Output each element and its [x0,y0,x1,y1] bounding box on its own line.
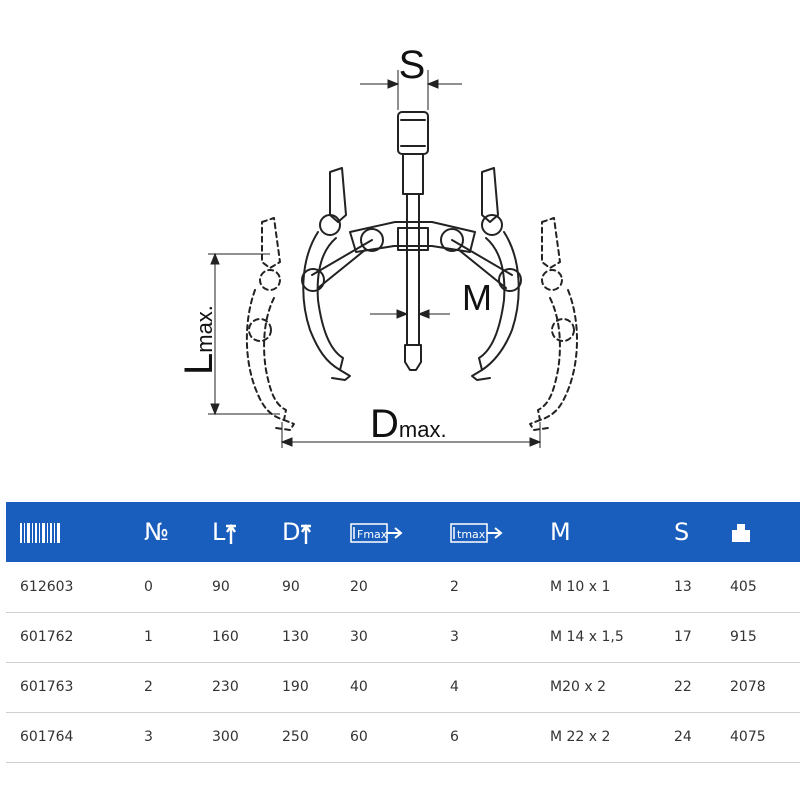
col-number: № [144,518,169,546]
barcode-icon [20,522,60,543]
cell-force: 30 [350,629,368,645]
table-row: 601762 1 160 130 30 3 M 14 x 1,5 17 915 [6,612,800,662]
yoke [349,221,476,253]
label-m: M [462,277,492,318]
cell-number: 3 [144,729,153,745]
cell-weight: 405 [730,578,757,595]
cell-weight: 4075 [730,729,766,745]
cell-length: 230 [212,679,239,695]
d-dimension [280,422,542,448]
table-header-row: № L D Fmax tmax [6,502,800,562]
cell-length: 90 [212,578,230,595]
cell-article: 601764 [20,729,74,745]
outer-left-jaw [245,217,295,431]
cell-diameter: 130 [282,629,309,645]
weight-max-icon: tmax [450,522,503,543]
l-dimension [208,252,280,416]
cell-thread: M20 x 2 [550,679,606,695]
table-row: 601764 3 300 250 60 6 M 22 x 2 24 4075 [6,712,800,762]
cell-number: 0 [144,578,153,595]
cell-number: 2 [144,679,153,695]
cell-diameter: 90 [282,578,300,595]
col-spanner-size: S [674,518,690,546]
spindle [397,111,429,371]
cell-spanner: 22 [674,679,692,695]
weight-icon [732,523,750,542]
s-dimension [360,70,462,110]
cell-tonnage: 2 [450,578,459,595]
cell-article: 601763 [20,679,74,695]
svg-text:Fmax: Fmax [357,528,388,541]
table-row: 612603 0 90 90 20 2 M 10 x 1 13 405 [6,562,800,612]
cell-article: 612603 [20,578,74,595]
col-force-max: Fmax [336,502,436,562]
cell-length: 300 [212,729,239,745]
cell-diameter: 190 [282,679,309,695]
outer-right-jaw [529,217,578,431]
cell-length: 160 [212,629,239,645]
col-thread: M [550,518,571,546]
inner-right-jaw [471,167,520,381]
cell-thread: M 10 x 1 [550,578,611,595]
cell-tonnage: 3 [450,629,459,645]
table-row: 601763 2 230 190 40 4 M20 x 2 22 2078 [6,662,800,712]
col-diameter: D [268,502,336,562]
spec-table: № L D Fmax tmax [6,502,800,763]
svg-text:tmax: tmax [457,528,486,541]
label-l: Lmax. [177,305,221,375]
cell-weight: 915 [730,629,757,645]
cell-article: 601762 [20,629,74,645]
inner-left-jaw [302,167,351,381]
col-article-number [6,502,130,562]
cell-spanner: 13 [674,578,692,595]
cell-number: 1 [144,629,153,645]
cell-diameter: 250 [282,729,309,745]
col-weight [716,502,800,562]
m-dimension [370,309,450,319]
cell-spanner: 24 [674,729,692,745]
cell-weight: 2078 [730,679,766,695]
cell-tonnage: 4 [450,679,459,695]
arrow-up-icon [301,523,312,544]
cell-spanner: 17 [674,629,692,645]
col-length: L [198,502,268,562]
col-weight-max: tmax [436,502,536,562]
label-s: S [399,43,426,87]
cell-thread: M 14 x 1,5 [550,629,624,645]
cell-force: 20 [350,578,368,595]
puller-technical-drawing: S M Lmax. Dmax. [177,43,578,448]
cell-tonnage: 6 [450,729,459,745]
label-d: Dmax. [370,402,447,446]
cell-force: 40 [350,679,368,695]
force-max-icon: Fmax [350,522,403,543]
cell-force: 60 [350,729,368,745]
inner-linkage [301,239,522,292]
table-body: 612603 0 90 90 20 2 M 10 x 1 13 405 6017… [6,562,800,762]
cell-thread: M 22 x 2 [550,729,611,745]
arrow-up-icon [226,523,237,544]
